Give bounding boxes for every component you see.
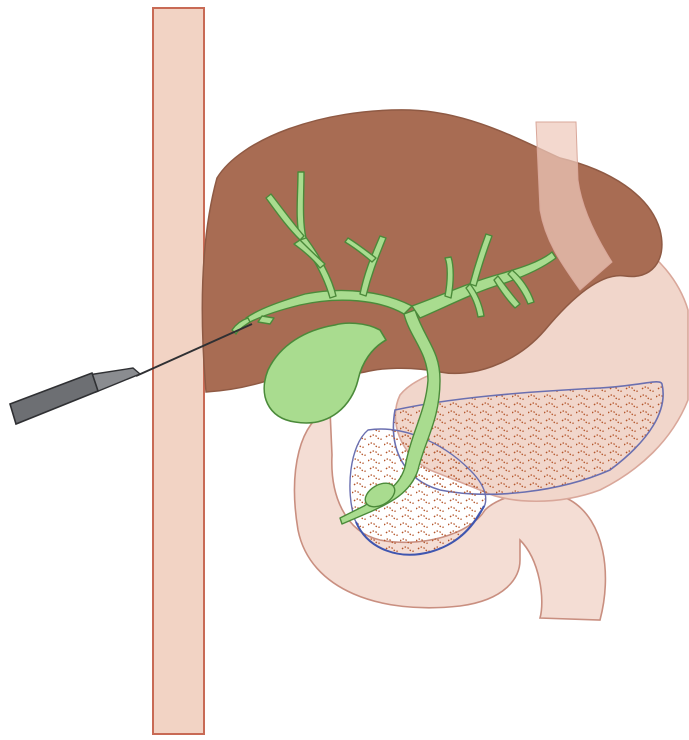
abdominal-wall [153,8,204,734]
needle-hub [10,373,98,424]
